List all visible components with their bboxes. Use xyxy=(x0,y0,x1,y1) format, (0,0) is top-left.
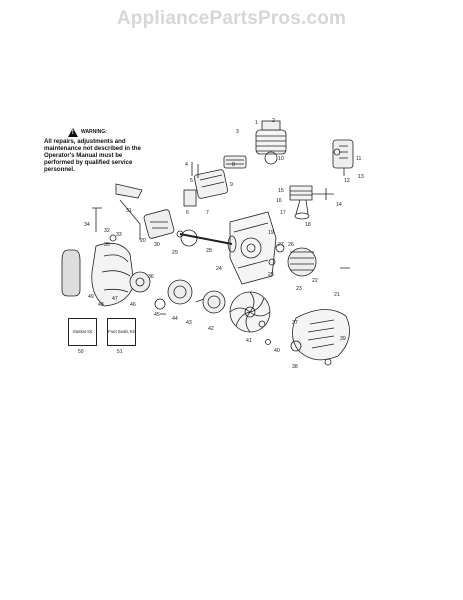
warning-triangle-icon xyxy=(68,128,78,137)
label-11: 11 xyxy=(356,156,361,162)
label-30: 30 xyxy=(154,242,160,248)
label-43: 43 xyxy=(186,320,192,326)
label-28: 28 xyxy=(206,248,212,254)
fuel-seals-kit-number: 51 xyxy=(117,349,123,355)
carburetor-part xyxy=(143,209,198,247)
gasket-kit-box: Gasket Kit xyxy=(68,318,97,346)
label-12: 12 xyxy=(344,178,350,184)
label-25: 25 xyxy=(268,272,274,278)
fuel-seals-kit-label: Fuel Seals Kit xyxy=(108,329,135,335)
label-34: 34 xyxy=(84,222,90,228)
fuel-seals-kit-box: Fuel Seals Kit xyxy=(107,318,136,346)
muffler-part xyxy=(183,155,247,207)
label-47: 47 xyxy=(112,296,118,302)
label-8: 8 xyxy=(232,162,235,168)
engine-housing-part xyxy=(61,242,135,307)
gasket-kit-label: Gasket Kit xyxy=(72,329,93,335)
label-38: 38 xyxy=(292,364,298,370)
label-15: 15 xyxy=(278,188,284,194)
label-18: 18 xyxy=(305,222,311,228)
label-6: 6 xyxy=(186,210,189,216)
crankshaft-part xyxy=(176,230,237,253)
label-13: 13 xyxy=(358,174,364,180)
ignition-module-part xyxy=(332,139,354,176)
label-20: 20 xyxy=(140,238,146,244)
label-45: 45 xyxy=(154,312,160,318)
cylinder-part xyxy=(255,120,287,165)
label-16: 16 xyxy=(276,198,282,204)
watermark-logo: AppliancePartsPros.com xyxy=(116,8,347,29)
crankcase-part xyxy=(229,211,277,285)
label-36: 36 xyxy=(148,274,154,280)
label-22: 22 xyxy=(312,278,318,284)
label-31: 31 xyxy=(126,208,132,214)
label-21: 21 xyxy=(334,292,340,298)
label-1: 1 xyxy=(255,120,258,126)
label-37: 37 xyxy=(292,320,298,326)
label-29: 29 xyxy=(172,250,178,256)
label-27: 27 xyxy=(278,242,284,248)
warning-text: All repairs, adjustments and maintenance… xyxy=(44,138,141,174)
label-14: 14 xyxy=(336,202,342,208)
label-4: 4 xyxy=(185,162,188,168)
label-24: 24 xyxy=(216,266,222,272)
label-5: 5 xyxy=(190,178,193,184)
flywheel-part xyxy=(268,243,317,277)
clutch-drum-part xyxy=(202,290,226,314)
warning-title: WARNING: xyxy=(81,128,107,135)
label-35: 35 xyxy=(104,242,110,248)
starter-pulley-part xyxy=(129,271,166,315)
label-17: 17 xyxy=(280,210,286,216)
gasket-kit-number: 50 xyxy=(78,349,84,355)
label-19: 19 xyxy=(268,230,274,236)
label-33: 33 xyxy=(116,232,122,238)
label-23: 23 xyxy=(296,286,302,292)
piston-part xyxy=(289,185,334,220)
label-9: 9 xyxy=(230,182,233,188)
label-42: 42 xyxy=(208,326,214,332)
throttle-parts xyxy=(92,183,143,242)
label-46: 46 xyxy=(130,302,136,308)
warning-notice: WARNING: All repairs, adjustments and ma… xyxy=(44,128,146,173)
label-10: 10 xyxy=(278,156,284,162)
label-3: 3 xyxy=(236,129,239,135)
fastener-parts xyxy=(191,162,350,345)
label-7: 7 xyxy=(206,210,209,216)
label-41: 41 xyxy=(246,338,252,344)
label-2: 2 xyxy=(272,118,275,124)
label-40: 40 xyxy=(274,348,280,354)
label-26: 26 xyxy=(288,242,294,248)
fan-cover-part xyxy=(290,309,350,366)
label-49: 49 xyxy=(88,294,94,300)
label-44: 44 xyxy=(172,316,178,322)
warning-header: WARNING: xyxy=(68,128,146,137)
recoil-starter-part xyxy=(167,279,207,305)
part-number-labels: 3 1 2 10 11 12 13 4 5 6 7 8 9 15 16 17 1… xyxy=(84,118,364,370)
label-39: 39 xyxy=(340,336,346,342)
label-32: 32 xyxy=(104,228,110,234)
label-48: 48 xyxy=(98,302,104,308)
